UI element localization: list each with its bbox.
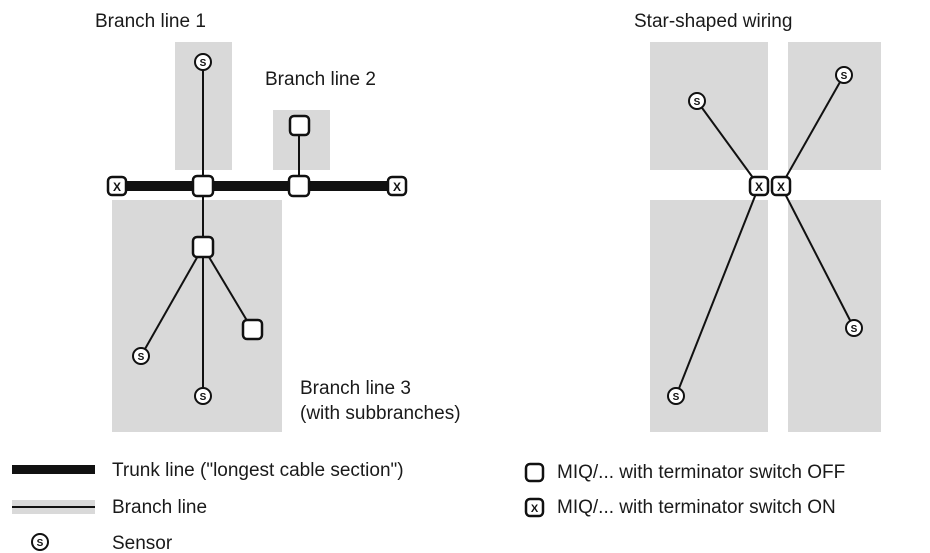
legend-sensor-symbol: S bbox=[37, 538, 44, 549]
star-area-bottom-right bbox=[788, 200, 881, 432]
label-star-wiring: Star-shaped wiring bbox=[634, 11, 792, 32]
label-branch-line-2: Branch line 2 bbox=[265, 69, 376, 90]
star-line-bottom-left bbox=[675, 185, 760, 397]
star-terminator-on-left-symbol: X bbox=[755, 180, 763, 194]
legend-on-icon: X bbox=[524, 497, 545, 518]
subbranch-line-left bbox=[140, 246, 204, 357]
legend-sensor-label: Sensor bbox=[112, 533, 173, 553]
star-sensor-bottom-right-symbol: S bbox=[851, 324, 858, 335]
legend-sensor-icon: S bbox=[31, 533, 49, 551]
module-off-trunk-2 bbox=[287, 174, 311, 198]
sensor-branch-1: S bbox=[194, 53, 212, 71]
subbranch-line-right bbox=[202, 246, 253, 330]
star-line-top-left bbox=[696, 100, 760, 187]
star-line-top-right bbox=[780, 74, 845, 187]
terminator-on-right: X bbox=[386, 175, 408, 197]
star-sensor-top-right: S bbox=[835, 66, 853, 84]
star-terminator-on-left: X bbox=[748, 175, 770, 197]
module-off-trunk-1 bbox=[191, 174, 215, 198]
legend: Trunk line ("longest cable section") Bra… bbox=[12, 460, 845, 553]
star-sensor-bottom-right: S bbox=[845, 319, 863, 337]
legend-on-label: MIQ/... with terminator switch ON bbox=[557, 497, 836, 518]
star-area-top-left bbox=[650, 42, 768, 170]
star-sensor-bottom-left: S bbox=[667, 387, 685, 405]
label-branch-line-3-note: (with subbranches) bbox=[300, 403, 461, 424]
star-wiring-diagram: X X S S S S Star-shaped wiring bbox=[634, 11, 881, 432]
sensor-subbranch-left: S bbox=[132, 347, 150, 365]
star-sensor-bottom-left-symbol: S bbox=[673, 392, 680, 403]
branch-wiring-diagram: X X S S S Branch line 1 Branch line 2 Br… bbox=[95, 11, 461, 432]
module-off-branch-2 bbox=[288, 114, 311, 137]
legend-trunk-swatch bbox=[12, 465, 95, 474]
legend-branch-label: Branch line bbox=[112, 497, 207, 518]
terminator-on-left-symbol: X bbox=[113, 180, 121, 194]
sensor-subbranch-center: S bbox=[194, 387, 212, 405]
star-terminator-on-right-symbol: X bbox=[777, 180, 785, 194]
sensor-subbranch-left-symbol: S bbox=[138, 352, 145, 363]
legend-off-icon bbox=[524, 462, 545, 483]
sensor-branch-1-symbol: S bbox=[200, 58, 207, 69]
sensor-subbranch-center-symbol: S bbox=[200, 392, 207, 403]
star-sensor-top-right-symbol: S bbox=[841, 71, 848, 82]
star-sensor-top-left: S bbox=[688, 92, 706, 110]
module-off-branch-3 bbox=[191, 235, 215, 259]
label-branch-line-3: Branch line 3 bbox=[300, 378, 411, 399]
legend-off-label: MIQ/... with terminator switch OFF bbox=[557, 462, 845, 483]
terminator-on-left: X bbox=[106, 175, 128, 197]
star-area-top-right bbox=[788, 42, 881, 170]
terminator-on-right-symbol: X bbox=[393, 180, 401, 194]
star-terminator-on-right: X bbox=[770, 175, 792, 197]
star-line-bottom-right bbox=[780, 185, 855, 329]
label-branch-line-1: Branch line 1 bbox=[95, 11, 206, 32]
star-sensor-top-left-symbol: S bbox=[694, 97, 701, 108]
legend-on-symbol: X bbox=[531, 503, 539, 515]
legend-trunk-label: Trunk line ("longest cable section") bbox=[112, 460, 404, 481]
module-off-subbranch bbox=[241, 318, 264, 341]
